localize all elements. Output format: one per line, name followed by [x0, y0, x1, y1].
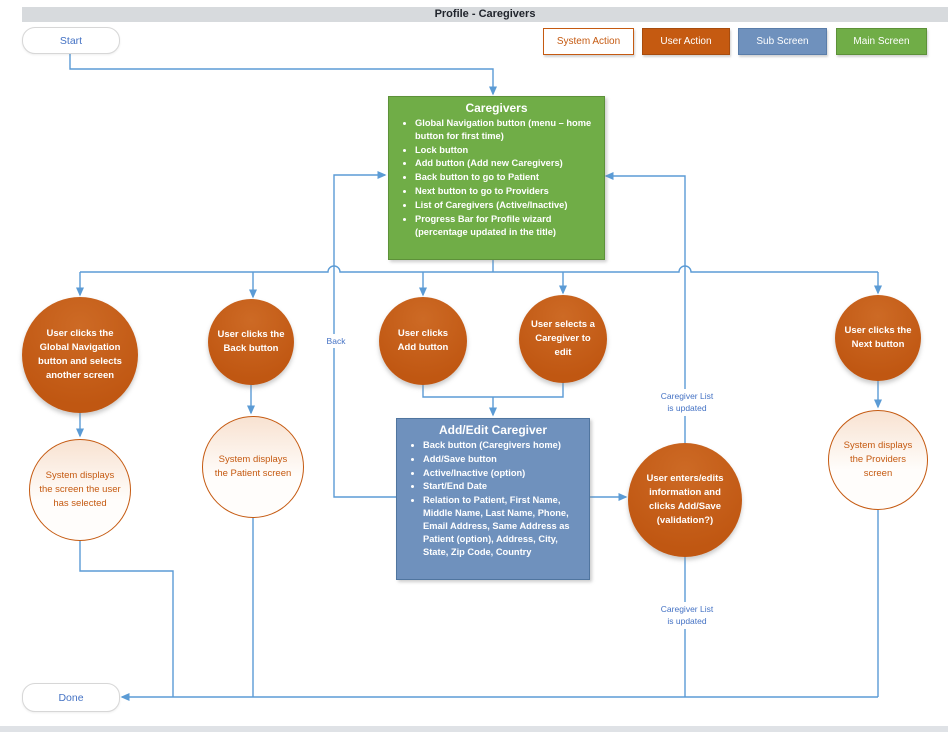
bullet-item: Relation to Patient, First Name, Middle … — [423, 494, 584, 558]
page-title: Profile - Caregivers — [22, 7, 948, 22]
add-edit-caregiver-sub-screen-box: Add/Edit Caregiver Back button (Caregive… — [396, 418, 590, 580]
bullet-item: Back button to go to Patient — [415, 171, 599, 184]
bottom-divider-bar — [0, 726, 948, 732]
edge-label-back: Back — [320, 334, 352, 349]
bullet-item: List of Caregivers (Active/Inactive) — [415, 199, 599, 212]
start-node: Start — [22, 27, 120, 54]
circle-user-enters-edits-info: User enters/edits information and clicks… — [628, 443, 742, 557]
bullet-item: Global Navigation button (menu – home bu… — [415, 117, 599, 143]
circle-user-clicks-back: User clicks the Back button — [208, 299, 294, 385]
edge-label-caregiver-list-updated-bottom: Caregiver List is updated — [648, 602, 726, 629]
circle-system-displays-patient-screen: System displays the Patient screen — [202, 416, 304, 518]
circle-user-clicks-next: User clicks the Next button — [835, 295, 921, 381]
bullet-item: Next button to go to Providers — [415, 185, 599, 198]
bullet-item: Add button (Add new Caregivers) — [415, 157, 599, 170]
bullet-item: Back button (Caregivers home) — [423, 439, 584, 452]
circle-system-displays-providers-screen: System displays the Providers screen — [828, 410, 928, 510]
circle-user-clicks-global-nav: User clicks the Global Navigation button… — [22, 297, 138, 413]
circle-system-displays-selected-screen: System displays the screen the user has … — [29, 439, 131, 541]
legend-system-action: System Action — [543, 28, 634, 55]
add-edit-box-list: Back button (Caregivers home) Add/Save b… — [397, 439, 589, 558]
caregivers-box-list: Global Navigation button (menu – home bu… — [389, 117, 604, 238]
bullet-item: Add/Save button — [423, 453, 584, 466]
bullet-item: Lock button — [415, 144, 599, 157]
done-node: Done — [22, 683, 120, 712]
caregivers-main-screen-box: Caregivers Global Navigation button (men… — [388, 96, 605, 260]
caregivers-box-title: Caregivers — [465, 101, 528, 115]
circle-user-clicks-add: User clicks Add button — [379, 297, 467, 385]
edge-label-caregiver-list-updated-top: Caregiver List is updated — [648, 389, 726, 416]
legend-sub-screen: Sub Screen — [738, 28, 827, 55]
circle-user-selects-caregiver: User selects a Caregiver to edit — [519, 295, 607, 383]
bullet-item: Active/Inactive (option) — [423, 467, 584, 480]
bullet-item: Start/End Date — [423, 480, 584, 493]
bullet-item: Progress Bar for Profile wizard (percent… — [415, 213, 599, 239]
legend-user-action: User Action — [642, 28, 730, 55]
add-edit-box-title: Add/Edit Caregiver — [438, 423, 548, 437]
legend-main-screen: Main Screen — [836, 28, 927, 55]
